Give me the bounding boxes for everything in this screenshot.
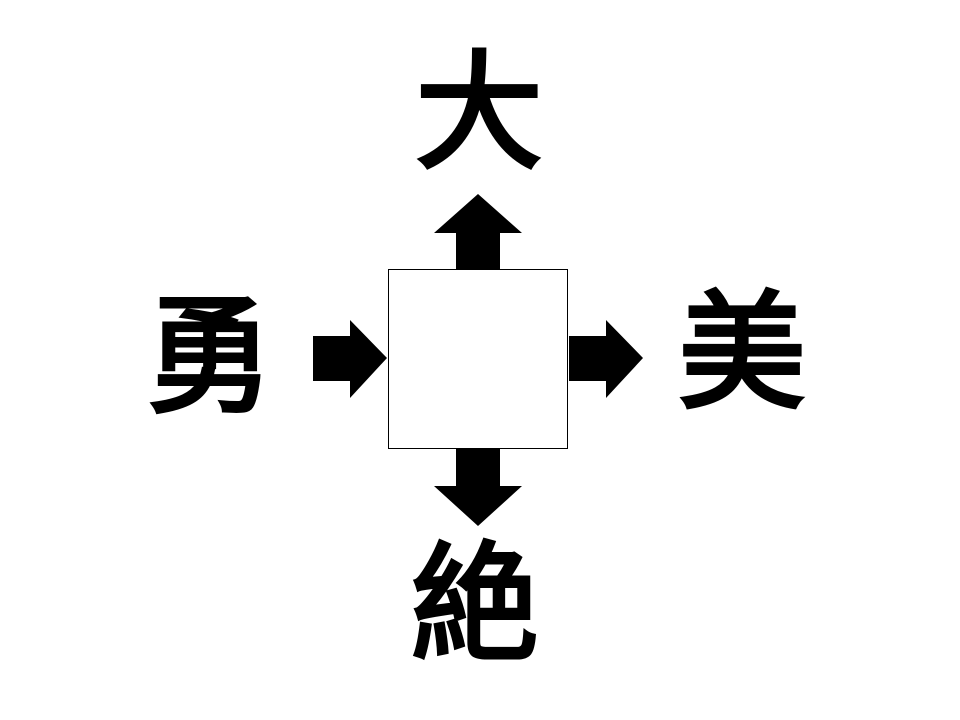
bottom-character: 絶 bbox=[410, 531, 539, 680]
arrow-left-in-icon bbox=[313, 320, 387, 398]
arrow-up-icon bbox=[434, 194, 522, 269]
right-character: 美 bbox=[677, 279, 806, 428]
arrow-right-out-icon bbox=[569, 320, 643, 398]
left-character: 勇 bbox=[145, 283, 274, 432]
answer-box[interactable] bbox=[388, 269, 568, 449]
arrow-down-icon bbox=[434, 449, 522, 526]
top-character: 大 bbox=[414, 39, 543, 188]
